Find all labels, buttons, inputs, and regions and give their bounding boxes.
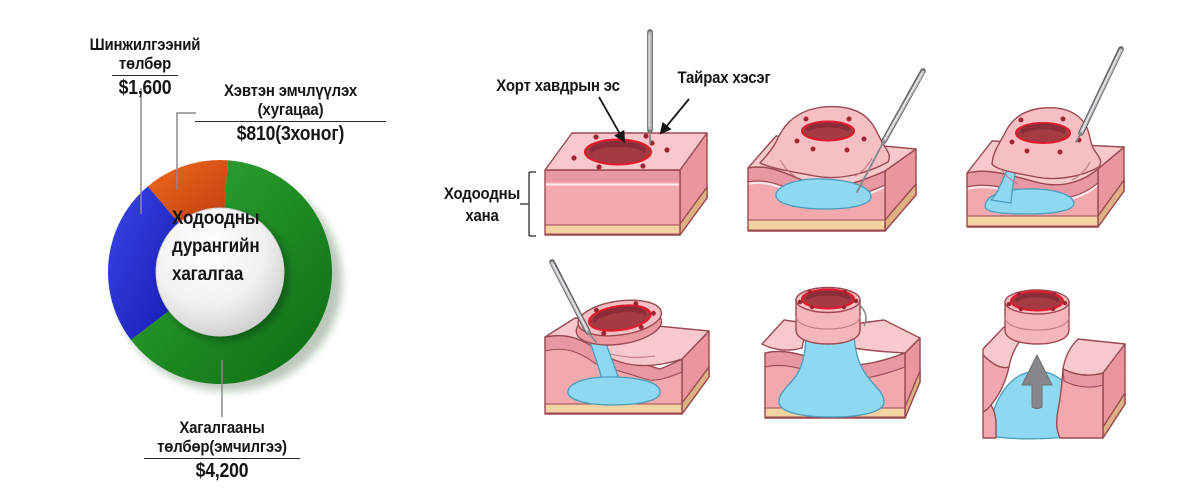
label-analysis-fee: Шинжилгээний төлбөр $1,600 [55, 35, 235, 100]
annotation-arrows [520, 96, 690, 237]
saline-pool [567, 376, 661, 406]
label-cancer-cell: Хорт хавдрын эс [486, 76, 630, 95]
inpatient-fee-name-line1: Хэвтэн эмчлүүлэх [223, 81, 358, 100]
label-cut-section: Тайрах хэсэг [655, 68, 793, 87]
panel-step4-dissection [544, 259, 710, 415]
margin-dots [1009, 116, 1082, 155]
margin-dots [571, 133, 670, 170]
donut-center-line2: дурангийн [172, 236, 260, 257]
inpatient-fee-value: $810(3хоног) [236, 123, 345, 145]
margin-dots [794, 116, 867, 153]
endoscope-needle [647, 29, 653, 144]
cutting-knife [1075, 46, 1124, 143]
stomach-wall-line1: Ходоодны [443, 184, 521, 203]
label-surgery-fee: Хагалгааны төлбөр(эмчилгээ) $4,200 [122, 418, 322, 483]
panel-step2-injection [747, 68, 926, 232]
panel-step5-separation [761, 286, 921, 419]
chart-leader-lines [140, 88, 223, 417]
stomach-wall-bracket [520, 171, 536, 237]
up-arrow [1021, 354, 1053, 409]
surgery-fee-divider [144, 458, 300, 459]
analysis-fee-divider [112, 75, 178, 76]
inpatient-fee-name-line2: (хугацаа) [257, 100, 324, 119]
tumor [1015, 122, 1071, 144]
panel-step6-removal [982, 289, 1126, 440]
cut-section-text: Тайрах хэсэг [677, 68, 771, 87]
donut-center-line3: хагалгаа [172, 264, 244, 285]
donut-segment-inpatient [147, 159, 228, 224]
tumor [801, 120, 855, 142]
donut-center-title: Ходоодны дурангийн хагалгаа [172, 205, 290, 289]
cancer-cell-arrow [598, 96, 626, 143]
inpatient-fee-divider [195, 121, 386, 122]
cut-section-arrow [659, 98, 690, 135]
saline-bleb [775, 178, 872, 210]
donut-center-line1: Ходоодны [172, 208, 260, 229]
panel-step3-cutting [966, 46, 1125, 228]
dissection-knife [549, 259, 597, 343]
label-inpatient-fee: Хэвтэн эмчлүүлэх (хугацаа) $810(3хоног) [195, 81, 386, 146]
removed-disc [1004, 289, 1070, 345]
donut-segments [108, 159, 332, 384]
surgery-fee-name: Хагалгааны төлбөр(эмчилгээ) [157, 418, 287, 456]
donut-center-disc [155, 207, 285, 337]
injection-needle [856, 68, 926, 193]
analysis-fee-value: $1,600 [118, 77, 172, 99]
panel-step1-marking [544, 29, 708, 236]
stomach-wall-line2: хана [465, 206, 499, 225]
cancer-cell-text: Хорт хавдрын эс [496, 76, 620, 95]
lifted-flap [575, 299, 663, 346]
donut-segment-surgery [130, 160, 332, 384]
resected-disc [795, 286, 861, 345]
donut-segment-analysis [108, 186, 179, 340]
label-stomach-wall: Ходоодны хана [432, 183, 532, 227]
donut-chart [108, 159, 342, 391]
saline-pedestal [778, 329, 885, 418]
surgery-fee-value: $4,200 [195, 460, 249, 482]
tumor [584, 138, 652, 166]
analysis-fee-name: Шинжилгээний төлбөр [89, 35, 201, 73]
